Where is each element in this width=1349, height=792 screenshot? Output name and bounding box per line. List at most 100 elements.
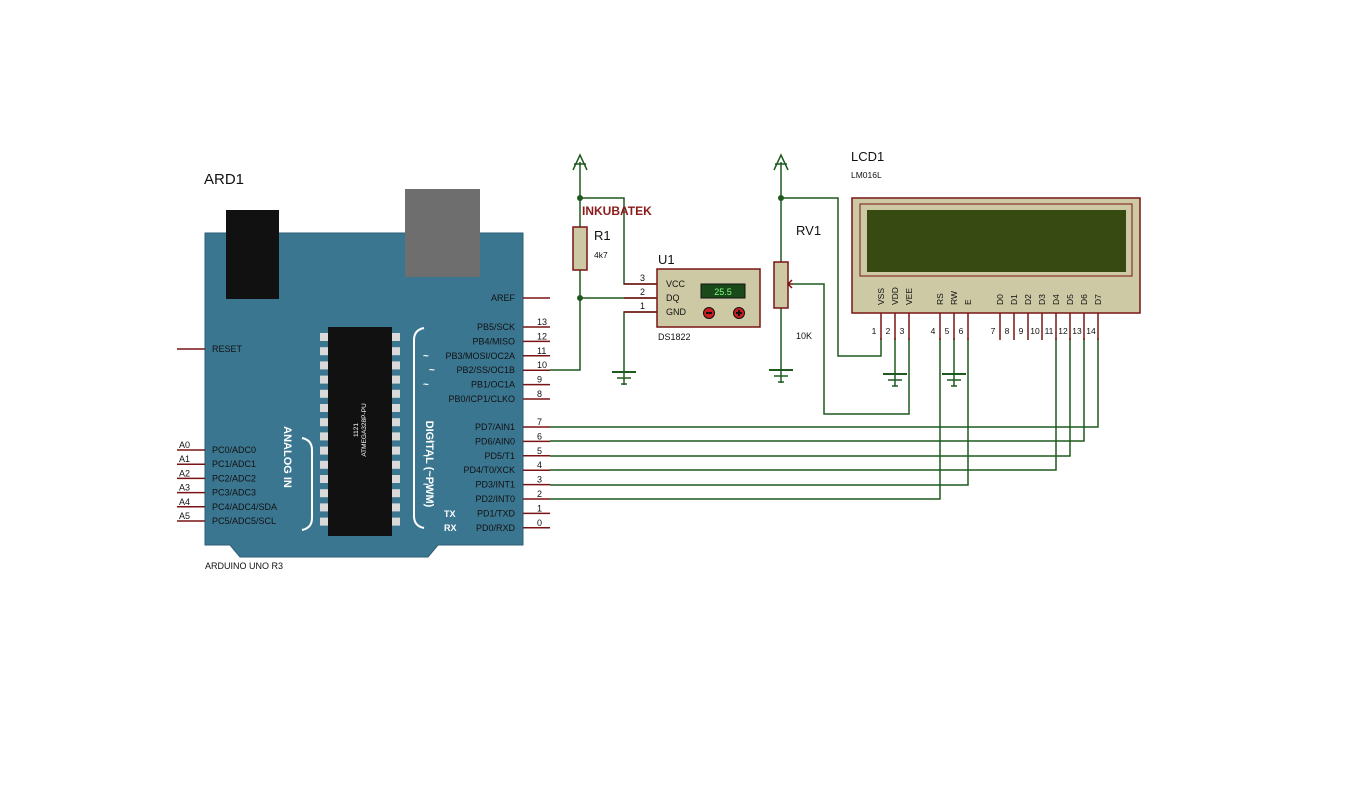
lcd-pin-name: E (963, 299, 973, 305)
resistor-r1[interactable]: R1 4k7 (572, 226, 611, 271)
u1-reading: 25.5 (714, 287, 732, 297)
lcd-pin-name: D0 (995, 294, 1005, 305)
digital-pin-name: PB3/MOSI/OC2A (445, 351, 515, 361)
u1-part: DS1822 (658, 332, 691, 342)
wire-dq-d10 (550, 298, 581, 371)
lcd-pin-name: VDD (890, 287, 900, 305)
ard1-model: ARDUINO UNO R3 (205, 561, 283, 571)
power-terminal-r1 (572, 153, 588, 198)
lcd-pin-name: D4 (1051, 294, 1061, 305)
analog-pin-name: PC0/ADC0 (212, 445, 256, 455)
chip-pin-right (392, 503, 400, 512)
project-label: INKUBATEK (582, 204, 652, 218)
chip-pin-right (392, 389, 400, 398)
ground-symbol-lcd-rw (942, 372, 966, 387)
analog-pin-name: PC5/ADC5/SCL (212, 516, 276, 526)
chip-pin-right (392, 333, 400, 341)
lcd-pin-number: 5 (945, 326, 950, 336)
lcd-module[interactable]: LCD1 LM016L 1VSS2VDD3VEE4RS5RW6E7D08D19D… (851, 149, 1141, 340)
u1-pin-number: 3 (640, 273, 645, 283)
lcd-pin-name: RW (949, 291, 959, 305)
digital-pin-number: 10 (537, 360, 547, 370)
chip-pin-left (320, 404, 328, 412)
wire-u1-gnd (623, 311, 657, 370)
analog-pin-name: PC3/ADC3 (212, 488, 256, 498)
analog-pin-alias: A2 (179, 468, 190, 478)
digital-pin-number: 6 (537, 431, 542, 441)
ground-symbol-rv1 (769, 368, 793, 383)
u1-ref: U1 (658, 252, 675, 267)
arduino-board[interactable]: ARD1 ARDUINO UNO R3 1121 ATMEGA328P-PU A… (177, 171, 550, 571)
chip-pin-right (392, 418, 400, 427)
lcd-pin-name: D3 (1037, 294, 1047, 305)
lcd-pin-number: 14 (1086, 326, 1096, 336)
power-jack (226, 210, 279, 299)
lcd-pin-name: D2 (1023, 294, 1033, 305)
u1-pin-name: DQ (666, 293, 680, 303)
chip-pin-left (320, 347, 328, 356)
lcd-pin-number: 3 (900, 326, 905, 336)
digital-pin-name: PD4/T0/XCK (463, 465, 515, 475)
wire-lcd-d5 (550, 338, 1071, 457)
lcd-screen (867, 210, 1126, 272)
wire-lcd-rs (550, 338, 941, 500)
atmega-chip: 1121 ATMEGA328P-PU (320, 327, 400, 536)
analog-pin-name: PC1/ADC1 (212, 459, 256, 469)
tx-label: TX (444, 509, 456, 519)
chip-pin-right (392, 460, 400, 469)
analog-in-label: ANALOG IN (281, 426, 293, 488)
pwm-tilde: ~ (423, 351, 429, 362)
wire-rv1-wiper (793, 283, 910, 415)
digital-pin-number: 3 (537, 475, 542, 485)
chip-pin-left (320, 375, 328, 384)
aref-label: AREF (491, 293, 516, 303)
lcd-pin-number: 13 (1072, 326, 1082, 336)
digital-pin-name: PD1/TXD (477, 508, 516, 518)
digital-pin-number: 13 (537, 317, 547, 327)
junction-dots (577, 195, 784, 301)
lcd-pin-name: D7 (1093, 294, 1103, 305)
analog-pin-alias: A5 (179, 511, 190, 521)
lcd-pin-name: RS (935, 293, 945, 305)
lcd-pin-number: 7 (991, 326, 996, 336)
digital-pin-name: PB2/SS/OC1B (456, 365, 515, 375)
lcd-pin-number: 2 (886, 326, 891, 336)
pwm-tilde: ~ (423, 380, 429, 391)
digital-pin-number: 9 (537, 375, 542, 385)
digital-pin-number: 7 (537, 417, 542, 427)
power-terminal-rv1 (773, 153, 789, 198)
u1-increment-button[interactable] (733, 307, 745, 319)
digital-pin-name: PB1/OC1A (471, 380, 515, 390)
chip-pin-right (392, 489, 400, 498)
lcd-pin-number: 12 (1058, 326, 1068, 336)
wire-rv1-vcc-lcd (781, 197, 882, 357)
rv1-wiper-arrow (786, 279, 793, 289)
analog-pin-alias: A0 (179, 440, 190, 450)
analog-pin-name: PC2/ADC2 (212, 473, 256, 483)
chip-pin-left (320, 333, 328, 341)
chip-pin-left (320, 389, 328, 398)
lcd-pin-number: 9 (1019, 326, 1024, 336)
u1-pin-number: 1 (640, 301, 645, 311)
chip-pin-right (392, 404, 400, 412)
rx-label: RX (444, 523, 457, 533)
lcd-pin-name: VSS (876, 288, 886, 305)
lcd-pin-number: 6 (959, 326, 964, 336)
u1-decrement-button[interactable] (703, 307, 715, 319)
chip-part-number: ATMEGA328P-PU (361, 403, 368, 457)
pwm-tilde: ~ (423, 480, 429, 491)
analog-header-bracket (301, 437, 313, 531)
chip-pin-right (392, 347, 400, 356)
digital-header-bracket (413, 327, 425, 529)
chip-date-code: 1121 (353, 423, 360, 437)
chip-pin-left (320, 418, 328, 427)
analog-pin-alias: A4 (179, 497, 190, 507)
potentiometer-rv1[interactable]: RV1 10K (773, 223, 821, 341)
reset-label: RESET (212, 344, 243, 354)
lcd-pin-number: 4 (931, 326, 936, 336)
digital-pin-number: 1 (537, 503, 542, 513)
digital-pin-name: PB0/ICP1/CLKO (448, 394, 515, 404)
lcd-pin-name: D1 (1009, 294, 1019, 305)
